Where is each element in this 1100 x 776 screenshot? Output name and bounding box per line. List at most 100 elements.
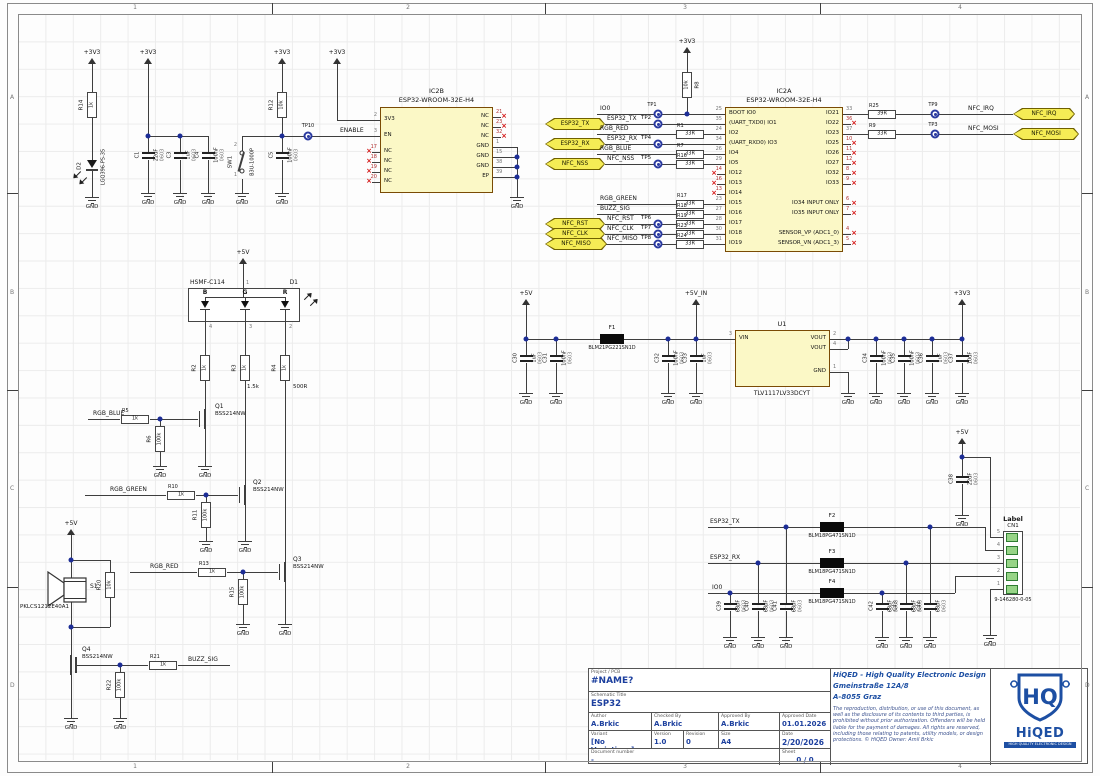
resistor-R3[interactable] — [240, 355, 250, 381]
net-tag-NFC_MISO[interactable]: NFC_MISO — [545, 238, 607, 250]
capacitor-C30[interactable] — [519, 360, 533, 362]
capacitor-C43[interactable] — [899, 603, 913, 605]
testpoint-TP9[interactable] — [930, 109, 940, 119]
net-label[interactable]: BUZZ_SIG — [600, 205, 630, 212]
resistor-R5[interactable] — [121, 414, 149, 424]
resistor-R15[interactable] — [238, 579, 248, 605]
resistor-R20[interactable] — [105, 572, 115, 598]
capacitor-C32[interactable] — [661, 360, 675, 362]
capacitor-C5[interactable] — [275, 152, 289, 154]
resistor-R12[interactable] — [277, 92, 287, 118]
capacitor-C32[interactable] — [661, 355, 675, 357]
testpoint-TP7[interactable] — [653, 229, 663, 239]
resistor-R10[interactable] — [167, 490, 195, 500]
net-label[interactable]: IO0 — [712, 584, 723, 591]
capacitor-C36[interactable] — [925, 355, 939, 357]
net-label[interactable]: RGB_GREEN — [600, 195, 637, 202]
capacitor-C33[interactable] — [689, 355, 703, 357]
capacitor-C37[interactable] — [955, 360, 969, 362]
resistor-R21[interactable] — [149, 660, 177, 670]
net-label[interactable]: RGB_GREEN — [110, 486, 147, 493]
net-label[interactable]: NFC_RST — [607, 215, 634, 222]
testpoint-TP6[interactable] — [653, 219, 663, 229]
testpoint-TP3[interactable] — [930, 129, 940, 139]
net-label[interactable]: BUZZ_SIG — [188, 656, 218, 663]
capacitor-C39[interactable] — [723, 603, 737, 605]
resistor-R8[interactable] — [682, 72, 692, 98]
net-label[interactable]: ENABLE — [340, 127, 364, 134]
capacitor-C34[interactable] — [869, 360, 883, 362]
capacitor-C1[interactable] — [141, 157, 155, 159]
net-label[interactable]: ESP32_TX — [607, 115, 637, 122]
ferrite-F2[interactable] — [820, 522, 844, 532]
net-tag-NFC_NSS[interactable]: NFC_NSS — [545, 158, 605, 170]
capacitor-C34[interactable] — [869, 355, 883, 357]
net-label[interactable]: NFC_MOSI — [968, 125, 999, 132]
testpoint-TP2[interactable] — [653, 119, 663, 129]
resistor-R14[interactable] — [87, 92, 97, 118]
capacitor-C31[interactable] — [549, 355, 563, 357]
resistor-R6[interactable] — [155, 426, 165, 452]
net-label[interactable]: RGB_BLUE — [93, 410, 125, 417]
buzzer-S1[interactable] — [44, 566, 90, 610]
capacitor-C3[interactable] — [173, 157, 187, 159]
resistor-R22[interactable] — [115, 672, 125, 698]
resistor-R18[interactable] — [676, 209, 704, 219]
capacitor-C3[interactable] — [173, 152, 187, 154]
resistor-R1[interactable] — [676, 129, 704, 139]
capacitor-C36[interactable] — [925, 360, 939, 362]
capacitor-C30[interactable] — [519, 355, 533, 357]
net-tag-NFC_CLK[interactable]: NFC_CLK — [545, 228, 605, 240]
testpoint-TP1[interactable] — [653, 109, 663, 119]
net-label[interactable]: RGB_RED — [600, 125, 629, 132]
ferrite-F1[interactable] — [600, 334, 624, 344]
capacitor-C4[interactable] — [201, 157, 215, 159]
ic-ic2a[interactable] — [725, 107, 843, 252]
net-label[interactable]: RGB_BLUE — [600, 145, 632, 152]
testpoint-TP5[interactable] — [653, 159, 663, 169]
resistor-R23[interactable] — [676, 229, 704, 239]
net-tag-ESP32_RX[interactable]: ESP32_RX — [545, 138, 605, 150]
capacitor-C35[interactable] — [897, 355, 911, 357]
led-D2[interactable] — [87, 160, 97, 168]
net-label[interactable]: IO0 — [600, 105, 611, 112]
capacitor-C38[interactable] — [955, 481, 969, 483]
mosfet-Q1[interactable] — [203, 409, 207, 429]
resistor-R7[interactable] — [676, 149, 704, 159]
resistor-R17[interactable] — [676, 199, 704, 209]
net-label[interactable]: NFC_NSS — [607, 155, 635, 162]
resistor-R4[interactable] — [280, 355, 290, 381]
capacitor-C35[interactable] — [897, 360, 911, 362]
net-label[interactable]: NFC_MISO — [607, 235, 638, 242]
capacitor-C31[interactable] — [549, 360, 563, 362]
net-tag-ESP32_TX[interactable]: ESP32_TX — [545, 118, 605, 130]
capacitor-C41[interactable] — [779, 608, 793, 610]
capacitor-C44[interactable] — [923, 608, 937, 610]
capacitor-C41[interactable] — [779, 603, 793, 605]
testpoint-TP10[interactable] — [303, 131, 313, 141]
capacitor-C44[interactable] — [923, 603, 937, 605]
resistor-R13[interactable] — [198, 567, 226, 577]
capacitor-C4[interactable] — [201, 152, 215, 154]
resistor-R24[interactable] — [676, 239, 704, 249]
testpoint-TP4[interactable] — [653, 139, 663, 149]
resistor-R16[interactable] — [676, 159, 704, 169]
net-label[interactable]: ESP32_TX — [710, 518, 740, 525]
resistor-R11[interactable] — [201, 502, 211, 528]
net-label[interactable]: ESP32_RX — [607, 135, 638, 142]
capacitor-C43[interactable] — [899, 608, 913, 610]
capacitor-C38[interactable] — [955, 476, 969, 478]
resistor-R25[interactable] — [868, 109, 896, 119]
ferrite-F4[interactable] — [820, 588, 844, 598]
capacitor-C40[interactable] — [751, 608, 765, 610]
capacitor-C1[interactable] — [141, 152, 155, 154]
mosfet-Q2[interactable] — [243, 485, 247, 505]
net-label[interactable]: RGB_RED — [150, 563, 179, 570]
net-tag-NFC_IRQ[interactable]: NFC_IRQ — [1013, 108, 1075, 120]
resistor-R19[interactable] — [676, 219, 704, 229]
resistor-R2[interactable] — [200, 355, 210, 381]
net-label[interactable]: ESP32_RX — [710, 554, 741, 561]
net-tag-NFC_MOSI[interactable]: NFC_MOSI — [1013, 128, 1079, 140]
capacitor-C39[interactable] — [723, 608, 737, 610]
mosfet-Q4[interactable] — [69, 655, 73, 675]
